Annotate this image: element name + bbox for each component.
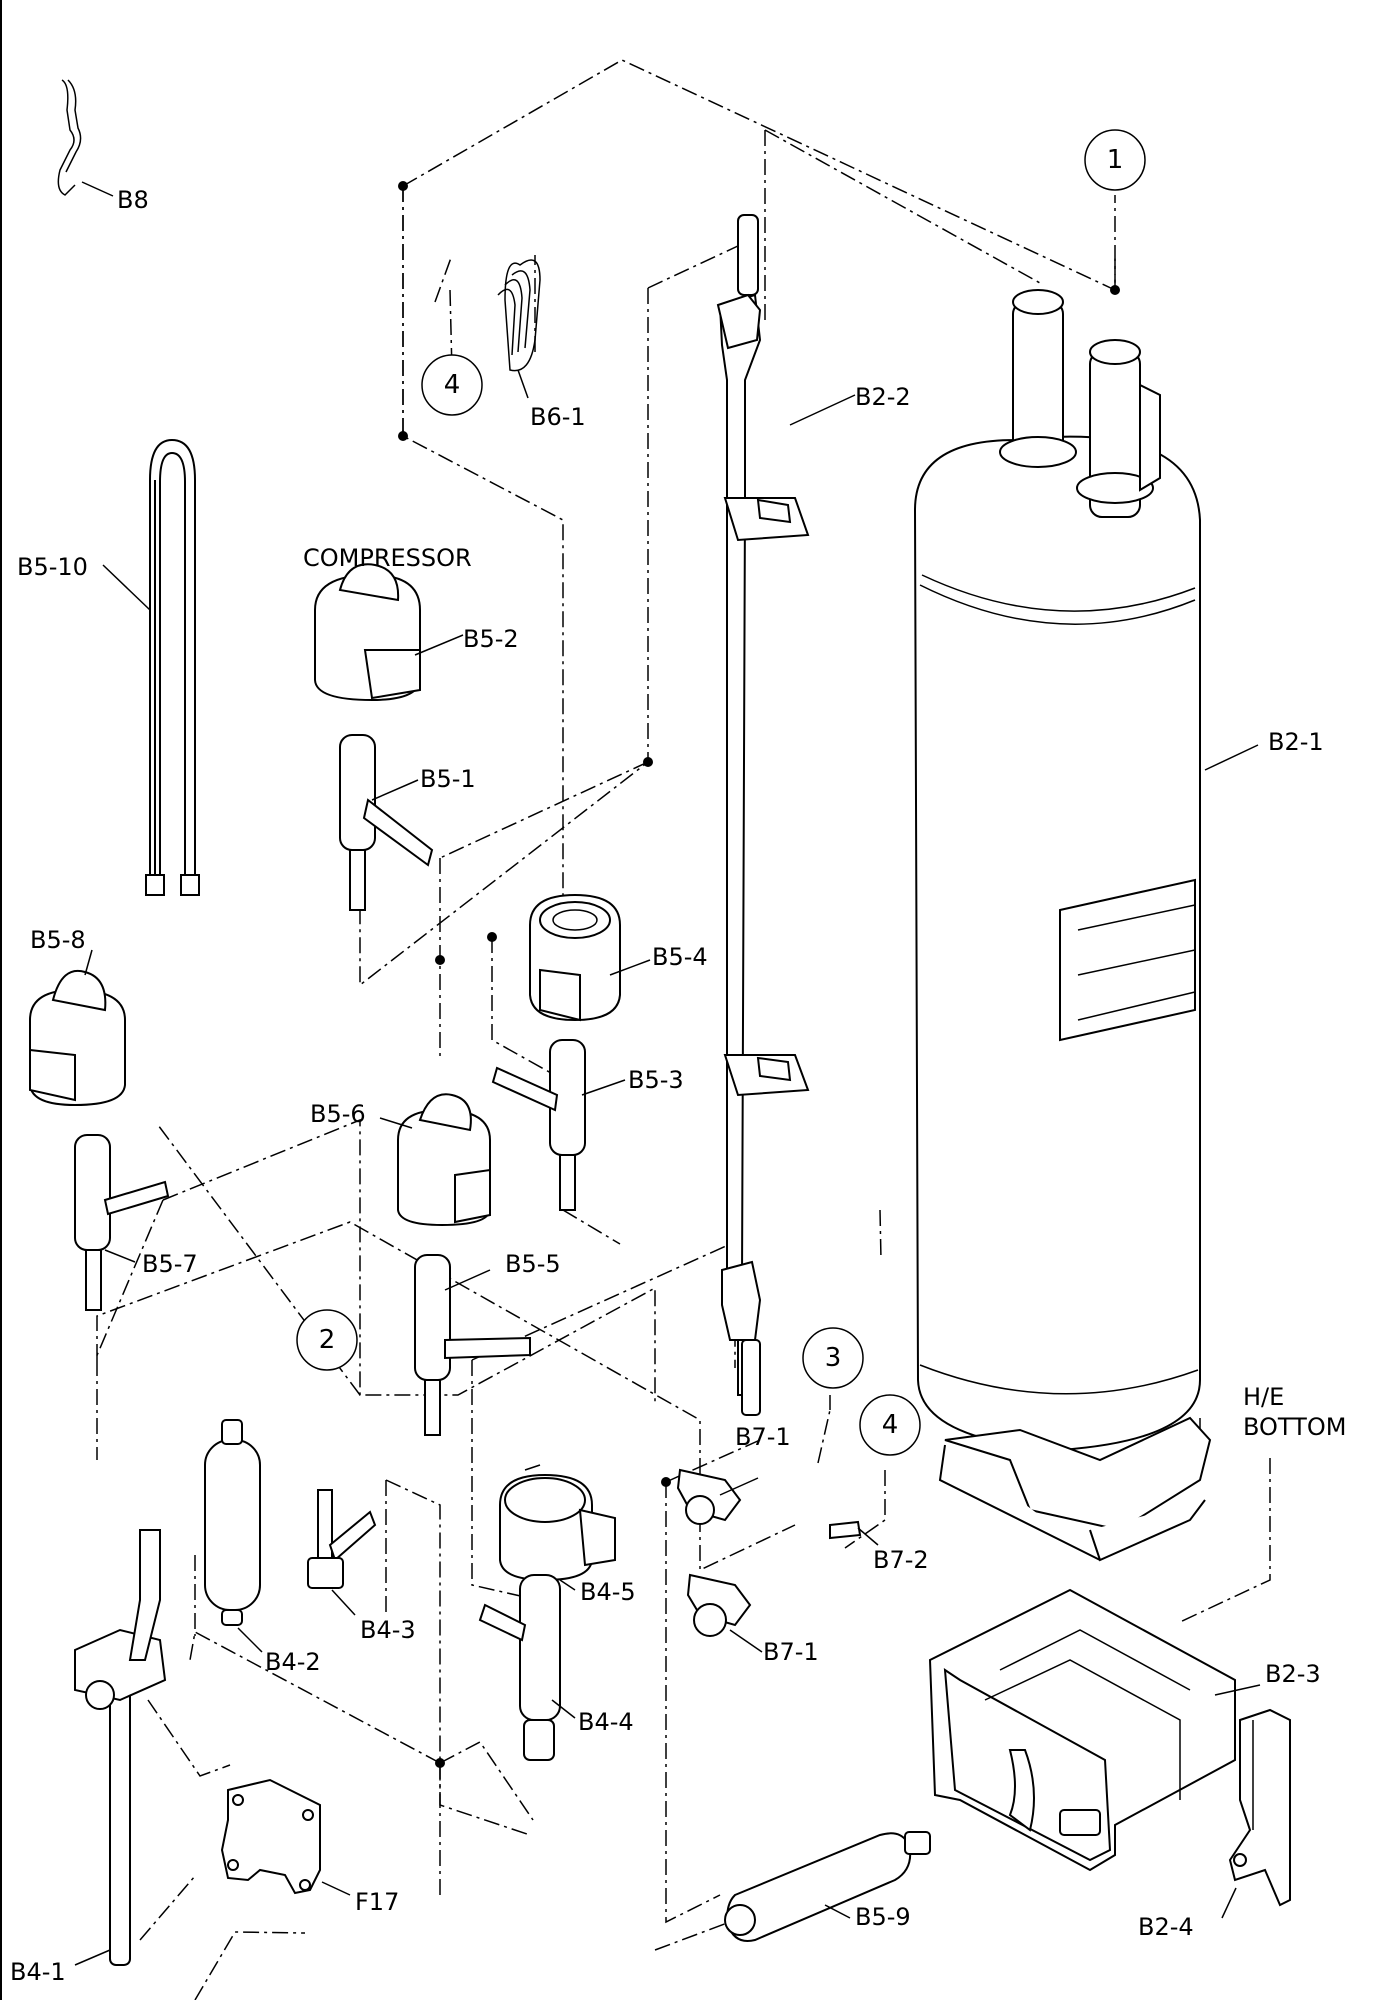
b5-2-coil [314, 563, 464, 702]
label-b8: B8 [117, 186, 149, 214]
b8-clip [57, 79, 114, 197]
label-b7-2: B7-2 [873, 1546, 929, 1574]
label-b5-7: B5-7 [142, 1250, 198, 1278]
callout-3: 3 [802, 1327, 864, 1389]
label-he: H/E [1243, 1383, 1284, 1411]
label-b5-5: B5-5 [505, 1250, 561, 1278]
label-compressor: COMPRESSOR [303, 544, 472, 572]
callout-4-right: 4 [859, 1394, 921, 1456]
callout-2: 2 [296, 1309, 358, 1371]
label-b4-2: B4-2 [265, 1648, 321, 1676]
callout-3-text: 3 [825, 1343, 842, 1373]
b2-3-frame [928, 1588, 1261, 1872]
b4-5-coil [499, 1473, 616, 1591]
b7-1-clamp-top [676, 1468, 759, 1525]
b7-1-clamp [686, 1573, 763, 1653]
label-b4-1: B4-1 [10, 1958, 66, 1986]
b2-4-bracket [1221, 1708, 1291, 1919]
b4-4-valve [478, 1574, 576, 1761]
label-b5-4: B5-4 [652, 943, 708, 971]
label-b2-2: B2-2 [855, 383, 911, 411]
b4-1-service-valve [74, 1529, 167, 1966]
b2-2-tube [716, 214, 856, 1416]
junction-dots [398, 181, 1120, 1768]
label-b7-1-top: B7-1 [735, 1423, 791, 1451]
label-b4-4: B4-4 [578, 1708, 634, 1736]
part-labels: B8 B6-1 B2-2 COMPRESSOR B5-10 B5-2 B5-1 … [10, 186, 1346, 1986]
b5-7-valve [74, 1134, 170, 1311]
b5-8-coil [29, 949, 126, 1107]
callout-2-text: 2 [319, 1325, 336, 1355]
b5-9-filter [724, 1831, 931, 1942]
label-b4-3: B4-3 [360, 1616, 416, 1644]
b6-1-coil [497, 259, 541, 399]
f17-plate [220, 1778, 351, 1896]
label-bottom: BOTTOM [1243, 1413, 1346, 1441]
callout-4-left: 4 [421, 354, 483, 416]
label-b5-6: B5-6 [310, 1100, 366, 1128]
callout-1-text: 1 [1107, 145, 1124, 175]
callout-4-left-text: 4 [444, 370, 461, 400]
label-b6-1: B6-1 [530, 403, 586, 431]
label-b5-3: B5-3 [628, 1066, 684, 1094]
label-b2-4: B2-4 [1138, 1913, 1194, 1941]
label-b5-8: B5-8 [30, 926, 86, 954]
b4-3-fitting [307, 1489, 377, 1616]
b5-4-coil [529, 893, 651, 1022]
label-f17: F17 [355, 1888, 399, 1916]
label-b2-1: B2-1 [1268, 728, 1324, 756]
label-b5-9: B5-9 [855, 1903, 911, 1931]
label-b5-2: B5-2 [463, 625, 519, 653]
compressor-b2-1 [913, 289, 1259, 1562]
b5-10-u-tube [102, 438, 200, 896]
label-b4-5: B4-5 [580, 1578, 636, 1606]
callout-1: 1 [1084, 129, 1146, 191]
label-b5-1: B5-1 [420, 765, 476, 793]
label-b2-3: B2-3 [1265, 1660, 1321, 1688]
b5-5-valve [414, 1254, 531, 1436]
label-b7-1: B7-1 [763, 1638, 819, 1666]
b5-6-coil [379, 1093, 491, 1227]
b5-1-valve [339, 734, 434, 911]
callout-4-right-text: 4 [882, 1410, 899, 1440]
b7-2-screw [829, 1520, 879, 1546]
assembly-lines [94, 59, 1271, 2000]
b4-2-filter [204, 1419, 263, 1653]
b5-3-valve [491, 1039, 626, 1211]
label-b5-10: B5-10 [17, 553, 88, 581]
